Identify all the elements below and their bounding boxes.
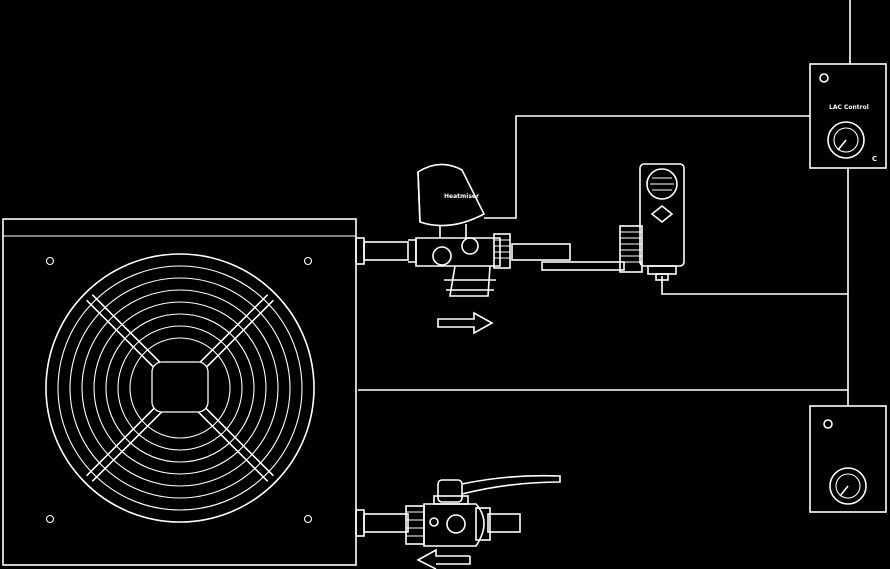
fan-guard-ring (93, 301, 267, 475)
flow-arrow-left (416, 548, 471, 569)
ball-valve (405, 474, 561, 547)
fan-guard-ring (57, 265, 303, 511)
control-unit-top: LAC Control C (809, 63, 887, 169)
fan-guard-spoke (197, 294, 274, 371)
thermostatic-actuator: Heatmiser (417, 163, 486, 238)
fan-guard-spoke (197, 405, 274, 482)
fan-guard-spoke (86, 294, 163, 371)
flow-arrow-right (437, 311, 494, 335)
fan-guard-spoke (86, 405, 163, 482)
supply-pipe (355, 237, 625, 271)
fan-guard-ring (69, 277, 291, 499)
return-pipe (355, 509, 521, 537)
control-top-label: LAC Control (829, 104, 869, 111)
actuator-brand-text: Heatmiser (444, 193, 479, 200)
wiring (358, 0, 851, 406)
fan-coil-unit (2, 218, 357, 566)
actuator-valve (415, 233, 511, 297)
fan-guard-ring (105, 313, 255, 463)
fan-guard (45, 253, 315, 523)
fan-guard-ring (117, 325, 243, 451)
fan-guard-ring (45, 253, 315, 523)
control-unit-bottom (809, 405, 887, 513)
fan-guard-ring (129, 337, 231, 439)
fan-guard-ring (81, 289, 279, 487)
pipe-thermostat (619, 163, 685, 281)
control-top-unit-mark: C (872, 155, 877, 163)
